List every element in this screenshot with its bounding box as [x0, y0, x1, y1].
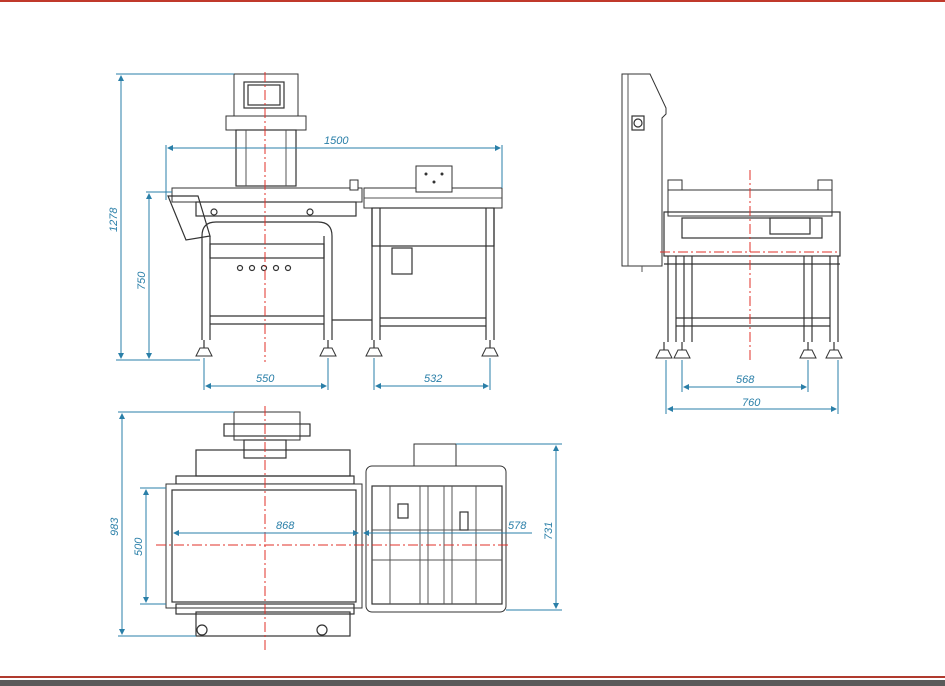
- dim-text-868: 868: [276, 520, 295, 532]
- left-frame: [201, 221, 333, 340]
- control-buttons: [236, 264, 292, 272]
- display-screen: [243, 81, 285, 109]
- front-view: 1500 1278 750 550 532: [108, 72, 503, 390]
- dim-text-550: 550: [256, 373, 275, 385]
- dim-text-500: 500: [133, 537, 145, 556]
- dim-text-731: 731: [543, 522, 555, 540]
- top-reject-conveyor: [365, 465, 507, 613]
- pneumatic-unit: [391, 247, 413, 275]
- side-view: 568 760: [621, 73, 843, 414]
- dim-reject-depth: 731: [456, 443, 562, 611]
- dim-right-leg-span: 532: [373, 358, 491, 390]
- top-reject-unit: [413, 443, 457, 467]
- metal-detector-column: [235, 129, 297, 187]
- dim-text-532: 532: [424, 373, 442, 385]
- side-feet: [655, 342, 843, 359]
- top-belt: [165, 483, 363, 609]
- bottom-border-bar: [0, 676, 945, 686]
- reject-unit: [415, 165, 453, 193]
- dim-text-578: 578: [508, 520, 527, 532]
- dim-text-1278: 1278: [108, 207, 120, 232]
- power-switch: [631, 115, 645, 131]
- dim-total-length: 1500: [165, 135, 503, 200]
- dim-reject-length: 578: [363, 520, 532, 536]
- infeed-guide: [167, 195, 211, 241]
- dim-text-983: 983: [109, 517, 121, 536]
- dim-conveyor-height: 750: [136, 191, 172, 359]
- infeed-conveyor: [171, 187, 363, 203]
- dim-belt-width: 500: [133, 487, 166, 605]
- top-head: [233, 411, 301, 441]
- head-mount: [225, 115, 307, 131]
- dim-inner-leg-span: 568: [681, 360, 809, 392]
- dim-total-height: 1278: [108, 73, 234, 361]
- top-border-rule: [0, 0, 945, 2]
- dim-text-750: 750: [136, 271, 148, 290]
- dim-total-depth: 983: [109, 411, 234, 637]
- dim-text-760: 760: [742, 397, 761, 409]
- dim-belt-length: 868: [173, 520, 359, 536]
- dim-text-568: 568: [736, 374, 755, 386]
- dim-left-leg-span: 550: [203, 358, 329, 390]
- leveling-feet: [195, 340, 499, 357]
- dim-text-1500: 1500: [324, 135, 349, 147]
- top-view: 983 500 868 578 731: [109, 406, 562, 650]
- dim-outer-width: 760: [665, 360, 839, 414]
- side-display-panel: [621, 73, 667, 267]
